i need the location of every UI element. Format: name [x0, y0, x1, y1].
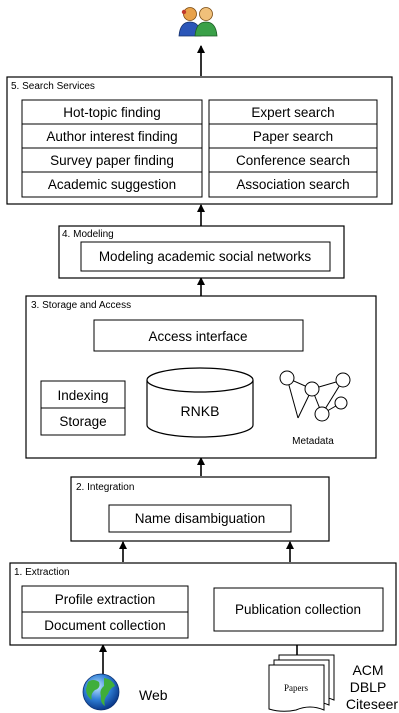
service-survey-paper-finding: Survey paper finding — [50, 153, 174, 168]
users-icon — [178, 7, 218, 37]
integration-title: 2. Integration — [76, 482, 134, 493]
modeling-academic-social-networks: Modeling academic social networks — [99, 249, 312, 264]
modeling-title: 4. Modeling — [62, 229, 114, 240]
rnkb-database-icon — [146, 367, 254, 438]
storage-access-layer: 3. Storage and Access Access interface I… — [25, 295, 377, 459]
profile-extraction: Profile extraction — [55, 592, 156, 607]
name-disambiguation: Name disambiguation — [135, 511, 266, 526]
extraction-title: 1. Extraction — [14, 567, 70, 578]
service-author-interest-finding: Author interest finding — [46, 129, 177, 144]
indexing: Indexing — [57, 388, 108, 403]
service-hot-topic-finding: Hot-topic finding — [63, 105, 161, 120]
service-expert-search: Expert search — [251, 105, 334, 120]
search-services-layer: 5. Search Services Hot-topic finding Aut… — [6, 76, 393, 205]
modeling-layer: 4. Modeling Modeling academic social net… — [58, 225, 345, 279]
rnkb-label: RNKB — [181, 403, 220, 419]
publication-collection: Publication collection — [235, 602, 361, 617]
papers-label: Papers — [284, 683, 308, 693]
service-conference-search: Conference search — [236, 153, 350, 168]
library-dblp: DBLP — [350, 679, 387, 695]
web-label: Web — [139, 687, 168, 703]
service-paper-search: Paper search — [253, 129, 333, 144]
service-academic-suggestion: Academic suggestion — [48, 177, 176, 192]
storage: Storage — [59, 414, 106, 429]
papers-stack-icon — [268, 654, 335, 712]
metadata-label: Metadata — [292, 436, 334, 447]
globe-icon — [82, 673, 120, 711]
service-association-search: Association search — [236, 177, 349, 192]
metadata-graph-icon — [279, 370, 351, 422]
library-acm: ACM — [352, 662, 383, 678]
document-collection: Document collection — [44, 618, 166, 633]
integration-layer: 2. Integration Name disambiguation — [70, 476, 330, 542]
access-interface: Access interface — [148, 329, 247, 344]
extraction-layer: 1. Extraction Profile extraction Documen… — [9, 562, 397, 646]
storage-access-title: 3. Storage and Access — [31, 300, 131, 311]
library-citeseer: Citeseer — [346, 696, 398, 712]
search-services-title: 5. Search Services — [11, 81, 95, 92]
